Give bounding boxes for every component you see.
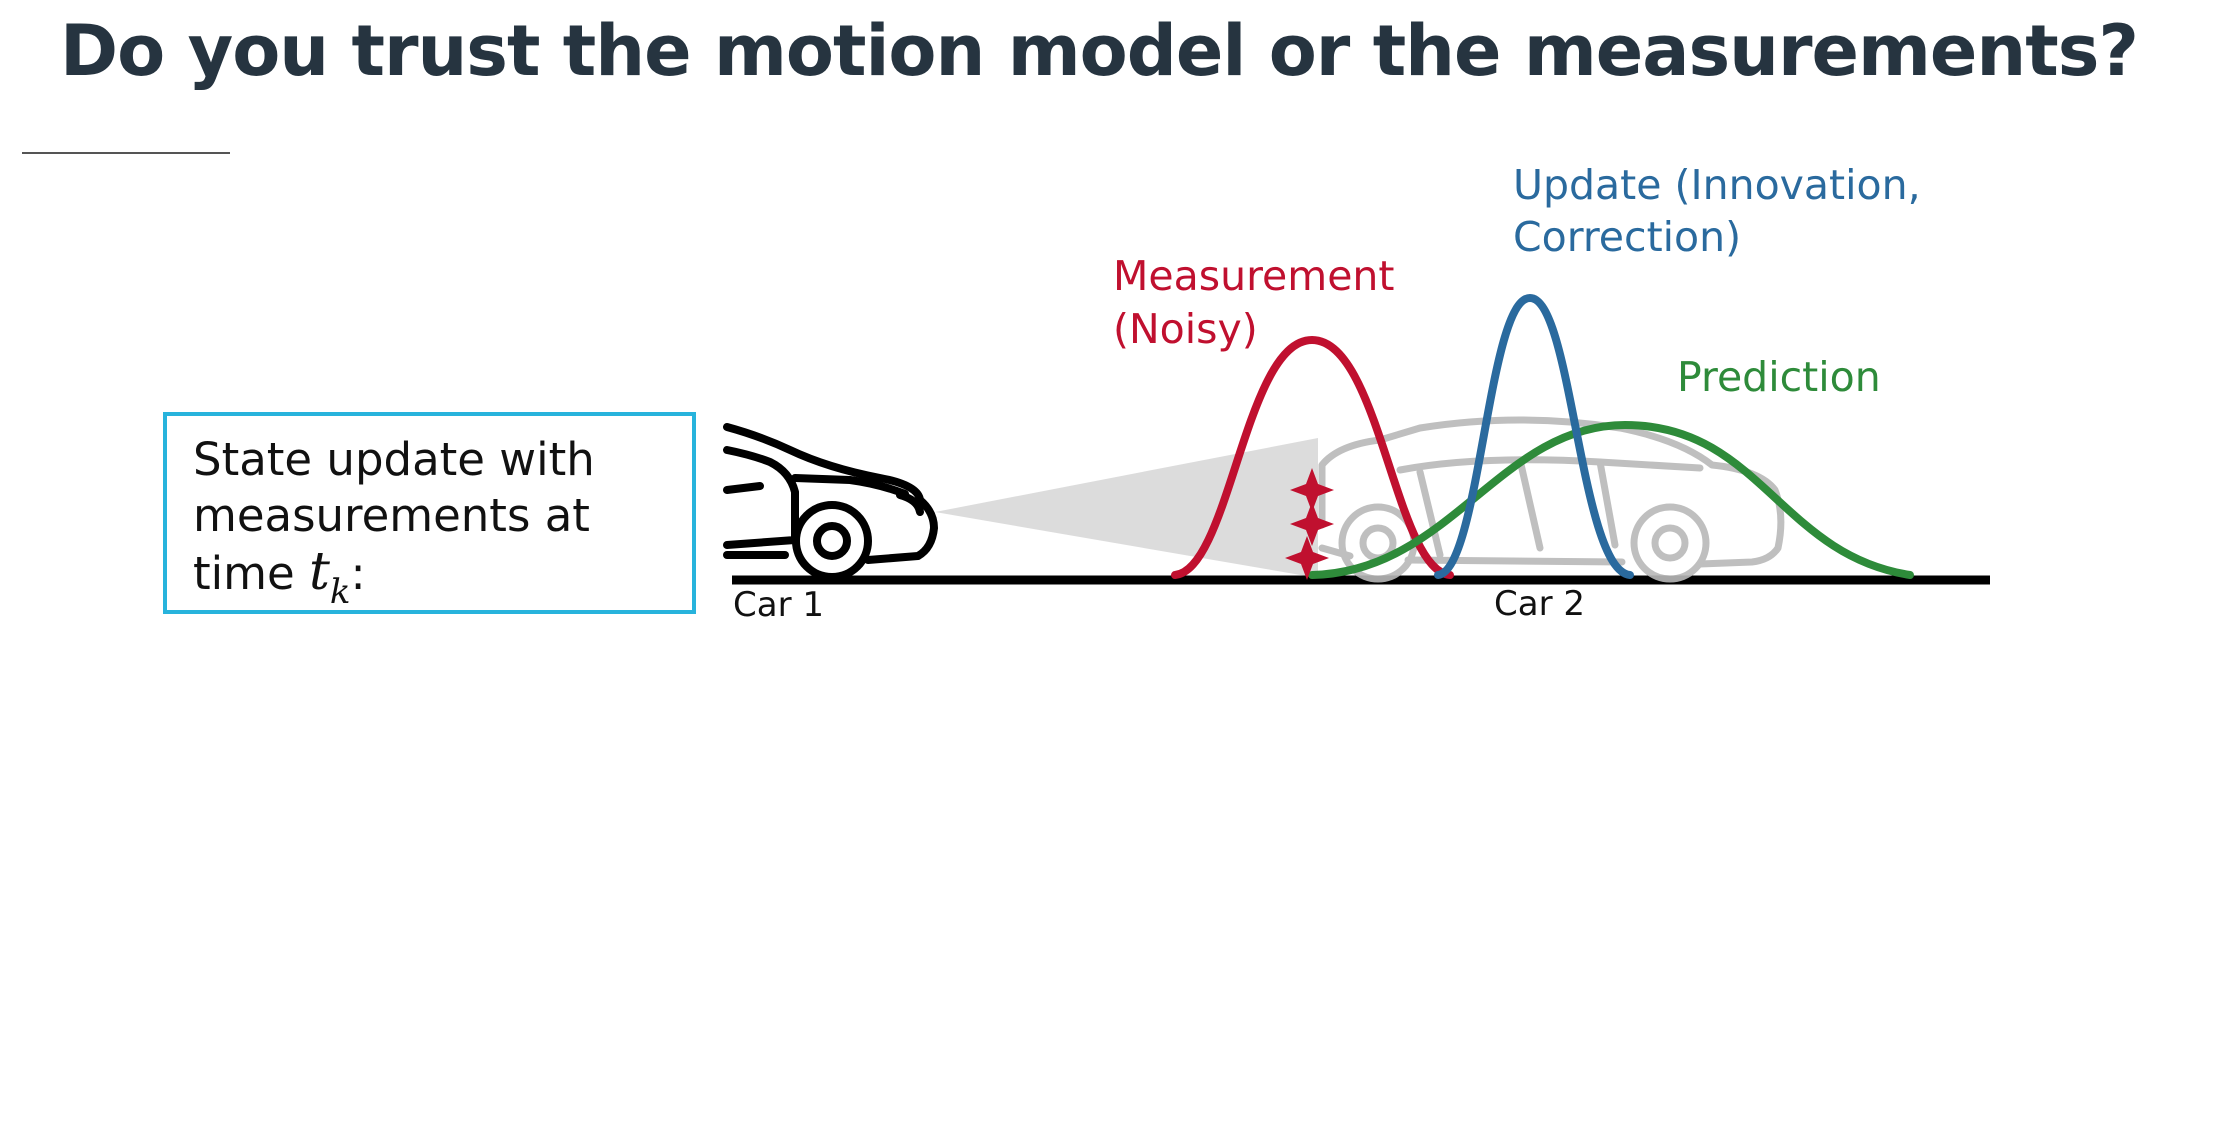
state-box-line-3: time tk: (193, 542, 692, 612)
prediction-label: Prediction (1677, 353, 1881, 401)
title-divider (22, 152, 230, 154)
state-box-line-3-suffix: : (350, 547, 366, 600)
car1-label: Car 1 (733, 585, 824, 625)
car-faded-icon (1318, 416, 1785, 583)
state-box-line-1: State update with (193, 433, 595, 486)
math-t-symbol: t (308, 542, 330, 602)
math-k-subscript: k (329, 572, 351, 612)
measurement-curve (1171, 335, 1454, 579)
update-label-line1: Update (Innovation, (1513, 161, 1921, 209)
star-marker-icon (1285, 468, 1334, 580)
page-title: Do you trust the motion model or the mea… (60, 10, 2139, 92)
measurement-label-line2: (Noisy) (1113, 305, 1258, 353)
state-update-box: State update with measurements at time t… (163, 412, 696, 614)
prediction-curve (1308, 420, 1914, 579)
car2-label: Car 2 (1494, 584, 1585, 624)
car-outline-icon (723, 423, 938, 581)
update-curve (1434, 293, 1634, 579)
state-box-line-2: measurements at (193, 489, 590, 542)
update-label-line2: Correction) (1513, 213, 1741, 261)
sensor-beam (935, 438, 1318, 578)
measurement-label-line1: Measurement (1113, 252, 1394, 300)
state-box-line-3-prefix: time (193, 547, 309, 600)
